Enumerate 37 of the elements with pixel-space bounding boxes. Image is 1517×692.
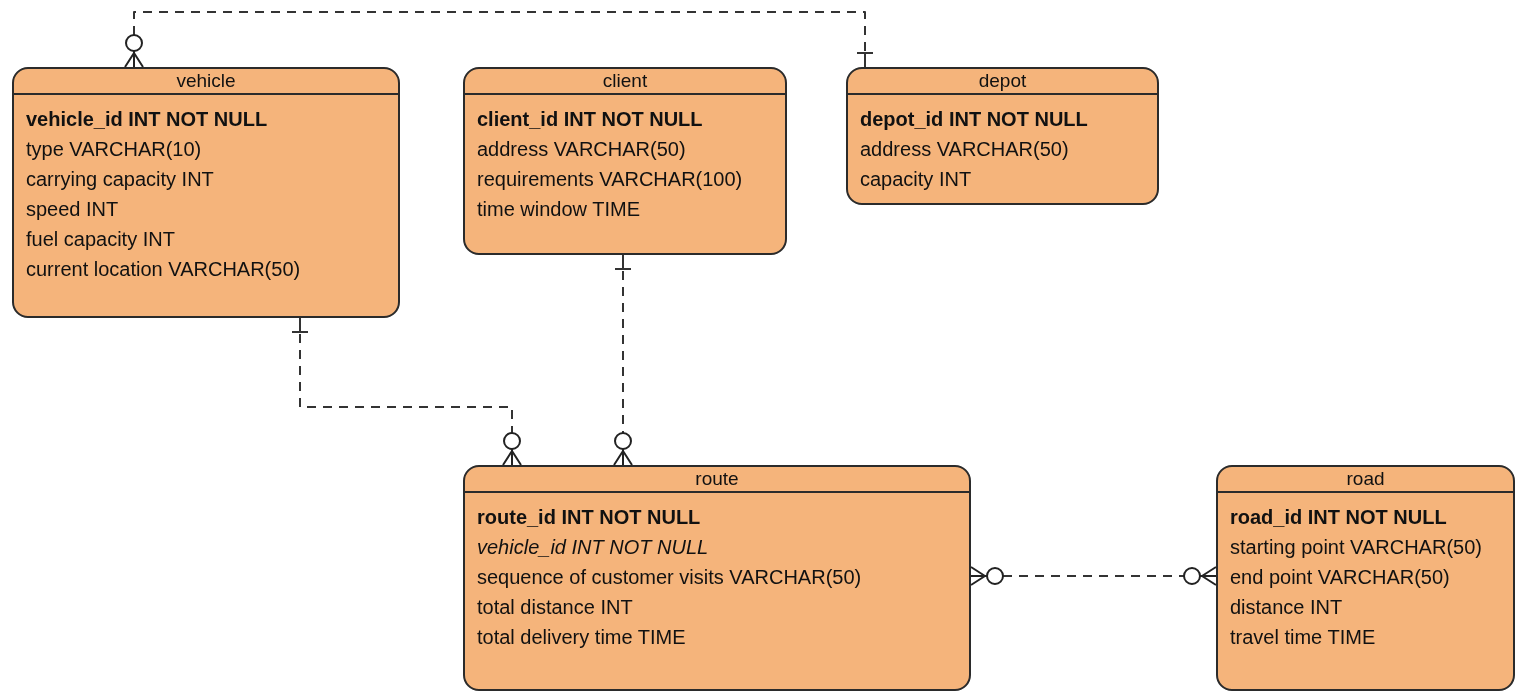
entity-table: [463, 67, 787, 255]
column-name: vehicle_id INT NOT NULL: [26, 107, 268, 131]
table-title: road: [1218, 467, 1513, 493]
entity-table: [1216, 465, 1515, 691]
entity-table: [463, 465, 971, 691]
column-name: address VARCHAR(50): [477, 137, 686, 161]
column-name: address VARCHAR(50): [860, 137, 1069, 161]
column-name: end point VARCHAR(50): [1230, 565, 1450, 589]
column-name: speed INT: [26, 197, 119, 221]
column-name: road_id INT NOT NULL: [1230, 505, 1447, 529]
table-title: vehicle: [14, 69, 398, 95]
table-title: route: [465, 467, 969, 493]
column-name: client_id INT NOT NULL: [477, 107, 703, 131]
column-name: total delivery time TIME: [477, 625, 686, 649]
relationship-line: [291, 317, 522, 466]
relationship-line: [124, 11, 874, 68]
entity-table: [846, 67, 1159, 205]
column-name: time window TIME: [477, 197, 640, 221]
column-name: fuel capacity INT: [26, 227, 175, 251]
column-name: travel time TIME: [1230, 625, 1376, 649]
table-title: client: [465, 69, 785, 95]
column-name: capacity INT: [860, 167, 972, 191]
column-name: vehicle_id INT NOT NULL: [477, 535, 709, 559]
table-title: depot: [848, 69, 1157, 95]
column-name: starting point VARCHAR(50): [1230, 535, 1482, 559]
column-name: type VARCHAR(10): [26, 137, 202, 161]
column-name: depot_id INT NOT NULL: [860, 107, 1088, 131]
column-name: requirements VARCHAR(100): [477, 167, 743, 191]
column-name: route_id INT NOT NULL: [477, 505, 701, 529]
relationship-line: [613, 254, 633, 466]
column-name: carrying capacity INT: [26, 167, 214, 191]
relationship-line: [970, 566, 1217, 586]
column-name: total distance INT: [477, 595, 633, 619]
entity-table: [12, 67, 400, 318]
column-name: distance INT: [1230, 595, 1343, 619]
column-name: current location VARCHAR(50): [26, 257, 301, 281]
column-name: sequence of customer visits VARCHAR(50): [477, 565, 862, 589]
